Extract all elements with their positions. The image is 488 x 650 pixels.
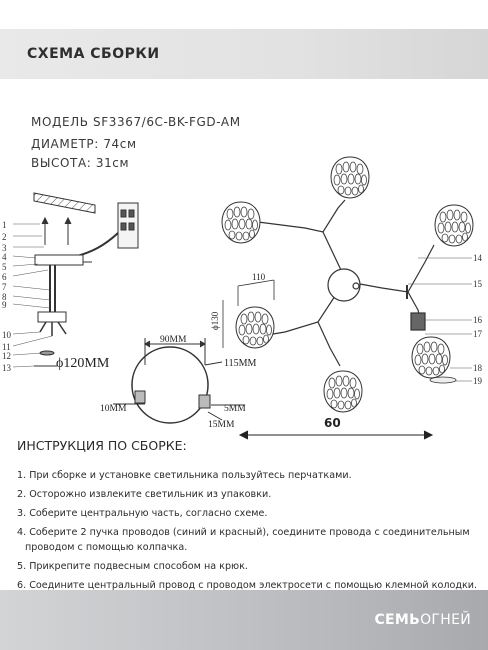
instruction-step: 5. Прикрепите подвесным способом на крюк… [17,561,248,572]
part-number: 7 [2,282,7,292]
instruction-step: 6. Соедините центральный провод с провод… [17,580,478,591]
footer-bar: СЕМЬОГНЕЙ [0,590,488,650]
shade-dimensions [222,279,275,348]
left-part-number-leaders [12,223,53,368]
mounting-exploded-view [33,192,139,367]
instruction-step: 2. Осторожно извлеките светильник из упа… [17,489,272,500]
part-number: 9 [2,300,7,310]
part-number: 17 [473,329,483,339]
instruction-list: 1. При сборке и установке светильника по… [17,470,487,599]
instructions-title: ИНСТРУКЦИЯ ПО СБОРКЕ: [17,438,187,453]
dim-10mm: 10MM [100,404,127,414]
part-number: 4 [2,252,7,262]
assembly-diagram: 1 2 3 4 5 6 7 8 9 10 11 12 13 ϕ120MM 90M… [2,156,483,440]
part-number: 11 [2,342,11,352]
dim-110: 110 [252,272,266,282]
instruction-step: 3. Соберите центральную часть, согласно … [17,508,268,519]
canopy-diameter: ϕ120MM [56,356,110,371]
part-number: 19 [473,376,483,386]
part-number: 13 [2,363,12,373]
part-number: 12 [2,351,11,361]
model-label: МОДЕЛЬ SF3367/6C-BK-FGD-AM [31,115,241,129]
dim-60: 60 [324,416,341,430]
brand-logo: СЕМЬОГНЕЙ [374,612,471,628]
instruction-step-continued: проводом с помощью колпачка. [25,542,188,553]
height-label: ВЫСОТА: 31см [31,156,130,170]
part-number: 1 [2,220,7,230]
dim-15mm: 15MM [208,420,235,430]
part-number: 18 [473,363,483,373]
part-number: 6 [2,272,7,282]
instruction-step: 4. Соберите 2 пучка проводов (синий и кр… [17,527,470,538]
dim-90mm: 90MM [160,335,187,345]
part-number: 14 [473,253,483,263]
part-number: 15 [473,279,483,289]
dim-5mm: 5MM [224,404,246,414]
instruction-step: 1. При сборке и установке светильника по… [17,470,352,481]
canopy-dimension-drawing [113,338,245,424]
span-dimension-line [238,430,434,440]
dim-115mm: 115MM [224,358,257,369]
part-number: 3 [2,243,7,253]
part-number: 5 [2,262,7,272]
page-title: СХЕМА СБОРКИ [27,46,160,62]
left-part-numbers: 1 2 3 4 5 6 7 8 9 10 11 12 13 [2,220,12,373]
part-number: 8 [2,292,7,302]
part-number: 2 [2,232,7,242]
part-number: 16 [473,315,483,325]
part-number: 10 [2,330,12,340]
header-bar: СХЕМА СБОРКИ [0,29,488,79]
fixture-top-view [257,199,435,367]
right-part-numbers: 14 15 16 17 18 19 [473,253,483,386]
diameter-label: ДИАМЕТР: 74см [31,137,137,151]
dim-130: ϕ130 [210,311,220,330]
